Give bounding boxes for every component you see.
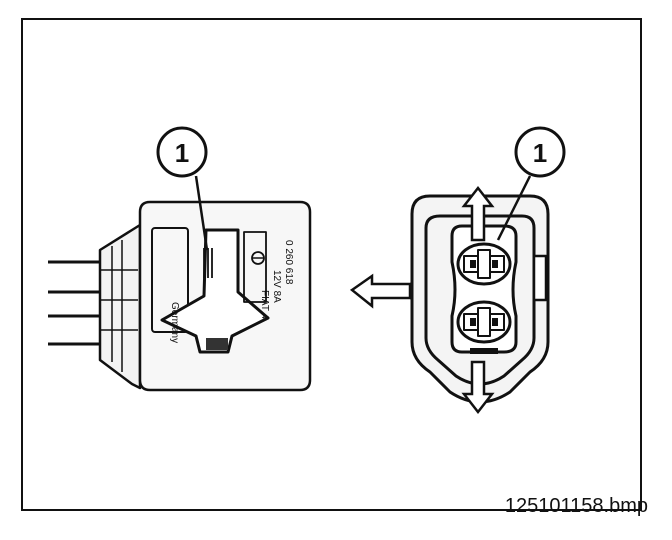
face-connector <box>410 194 550 404</box>
latch-arrows <box>461 185 495 415</box>
stamp-code: 0 260 618 <box>283 240 294 285</box>
callout-right: 1 <box>496 126 566 241</box>
housing-stamp: Germany 0 260 618 12V 8A FIAT 4 <box>169 240 294 343</box>
callout-left-number: 1 <box>175 138 189 168</box>
stamp-line-2: FIAT 4 <box>259 290 270 320</box>
terminal-2 <box>456 300 512 344</box>
stamp-brand: Germany <box>169 302 180 343</box>
stamp-line-1: 12V 8A <box>271 270 282 303</box>
callout-left: 1 <box>156 126 209 251</box>
terminal-1 <box>456 242 512 286</box>
image-filename: 125101158.bmp <box>504 495 648 517</box>
wire-harness <box>48 260 100 346</box>
latch-arrow <box>160 228 270 354</box>
rear-boot <box>98 223 142 390</box>
side-connector <box>48 200 312 392</box>
callout-right-number: 1 <box>533 138 547 168</box>
